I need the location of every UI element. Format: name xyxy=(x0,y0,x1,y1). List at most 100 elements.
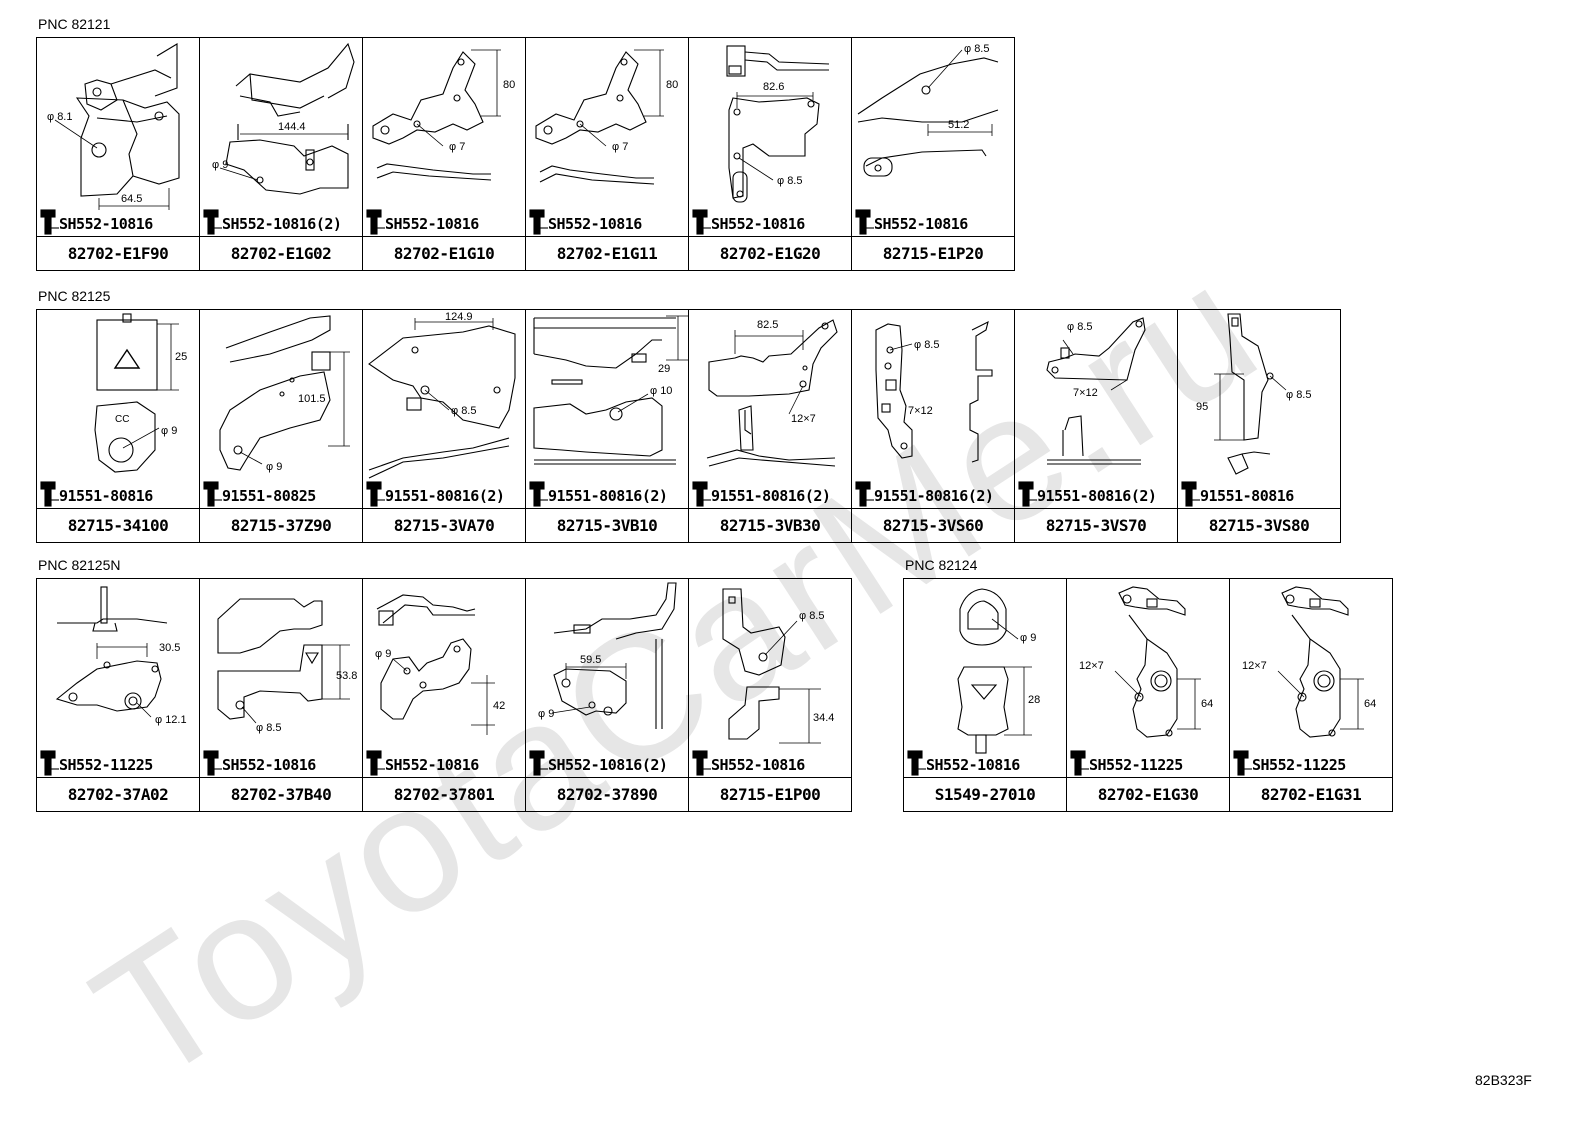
part-cell[interactable]: φ 9 42 SH552-10816 82702-37801 xyxy=(363,579,526,812)
bolt-icon xyxy=(366,206,527,236)
part-number[interactable]: 82702-E1G31 xyxy=(1230,777,1392,810)
dimension-label: φ 8.5 xyxy=(256,722,281,734)
part-sketch: 53.8 φ 8.5 SH552-10816 xyxy=(200,579,362,777)
part-cell[interactable]: 59.5 φ 9 SH552-10816(2) 82702-37890 xyxy=(526,579,689,812)
bolt-icon xyxy=(366,747,527,777)
dimension-label: φ 8.5 xyxy=(799,610,824,622)
part-number[interactable]: 82702-37801 xyxy=(363,777,525,810)
part-cell[interactable]: 29 φ 10 91551-80816(2) 82715-3VB10 xyxy=(526,310,689,543)
dimension-label: φ 10 xyxy=(650,385,672,397)
part-cell[interactable]: φ 8.5 51.2 SH552-10816 82715-E1P20 xyxy=(852,38,1015,271)
bolt-number: 91551-80816(2) xyxy=(1037,487,1157,505)
part-number[interactable]: 82715-E1P20 xyxy=(852,236,1014,269)
dimension-label: 53.8 xyxy=(336,670,357,682)
part-cell[interactable]: 30.5 φ 12.1 SH552-11225 82702-37A02 xyxy=(37,579,200,812)
part-number[interactable]: 82702-37B40 xyxy=(200,777,362,810)
dimension-label: 12×7 xyxy=(1242,660,1267,672)
dimension-label: φ 9 xyxy=(212,159,228,171)
dimension-label: 29 xyxy=(658,363,670,375)
bolt-number: SH552-10816(2) xyxy=(548,756,668,774)
part-number[interactable]: 82715-3VB30 xyxy=(689,508,851,541)
part-cell[interactable]: φ 8.5 7×12 91551-80816(2) 82715-3VS60 xyxy=(852,310,1015,543)
part-sketch: φ 9 28 SH552-10816 xyxy=(904,579,1066,777)
parts-group-82121: φ 8.1 64.5 SH552-10816 82702-E1F90 144.4… xyxy=(36,37,1015,271)
part-number[interactable]: 82715-3VS70 xyxy=(1015,508,1177,541)
dimension-label: φ 8.5 xyxy=(1286,389,1311,401)
part-sketch: 59.5 φ 9 SH552-10816(2) xyxy=(526,579,688,777)
part-number[interactable]: 82702-E1G02 xyxy=(200,236,362,269)
part-cell[interactable]: 101.5 φ 9 91551-80825 82715-37Z90 xyxy=(200,310,363,543)
part-cell[interactable]: 12×7 64 SH552-11225 82702-E1G30 xyxy=(1067,579,1230,812)
part-number[interactable]: 82702-E1G20 xyxy=(689,236,851,269)
part-number[interactable]: 82715-E1P00 xyxy=(689,777,851,810)
part-cell[interactable]: φ 8.5 34.4 SH552-10816 82715-E1P00 xyxy=(689,579,852,812)
part-cell[interactable]: 53.8 φ 8.5 SH552-10816 82702-37B40 xyxy=(200,579,363,812)
part-number[interactable]: 82702-E1G10 xyxy=(363,236,525,269)
part-cell[interactable]: CC 25 φ 9 91551-80816 82715-34100 xyxy=(37,310,200,543)
bolt-number: 91551-80816 xyxy=(59,487,153,505)
part-cell[interactable]: φ 9 28 SH552-10816 S1549-27010 xyxy=(904,579,1067,812)
part-number[interactable]: S1549-27010 xyxy=(904,777,1066,810)
part-sketch: 30.5 φ 12.1 SH552-11225 xyxy=(37,579,199,777)
part-sketch: φ 8.1 64.5 SH552-10816 xyxy=(37,38,199,236)
part-number[interactable]: 82715-3VB10 xyxy=(526,508,688,541)
dimension-label: 101.5 xyxy=(298,393,326,405)
part-sketch: φ 9 42 SH552-10816 xyxy=(363,579,525,777)
bolt-number: SH552-10816 xyxy=(222,756,316,774)
bolt-icon xyxy=(40,206,201,236)
part-sketch: φ 8.5 34.4 SH552-10816 xyxy=(689,579,851,777)
part-sketch: 80 φ 7 SH552-10816 xyxy=(526,38,688,236)
part-cell[interactable]: 82.6 φ 8.5 SH552-10816 82702-E1G20 xyxy=(689,38,852,271)
part-sketch: φ 8.5 7×12 91551-80816(2) xyxy=(852,310,1014,508)
dimension-label: 80 xyxy=(503,79,515,91)
dimension-label: 42 xyxy=(493,700,505,712)
parts-group-82125: CC 25 φ 9 91551-80816 82715-34100 101.5 … xyxy=(36,309,1341,543)
dimension-label: 64 xyxy=(1364,698,1376,710)
dimension-label: φ 8.5 xyxy=(964,43,989,55)
dimension-label: 34.4 xyxy=(813,712,834,724)
part-number[interactable]: 82715-3VS60 xyxy=(852,508,1014,541)
bolt-number: SH552-10816 xyxy=(874,215,968,233)
bolt-icon xyxy=(692,747,853,777)
bolt-icon xyxy=(692,478,853,508)
part-cell[interactable]: 12×7 64 SH552-11225 82702-E1G31 xyxy=(1230,579,1393,812)
part-sketch: 12×7 64 SH552-11225 xyxy=(1067,579,1229,777)
dimension-label: φ 9 xyxy=(266,461,282,473)
dimension-label: φ 8.5 xyxy=(914,339,939,351)
dimension-label: 28 xyxy=(1028,694,1040,706)
part-cell[interactable]: 80 φ 7 SH552-10816 82702-E1G10 xyxy=(363,38,526,271)
part-number[interactable]: 82715-34100 xyxy=(37,508,199,541)
bolt-number: 91551-80816(2) xyxy=(711,487,831,505)
part-number[interactable]: 82702-37890 xyxy=(526,777,688,810)
dimension-label: 12×7 xyxy=(1079,660,1104,672)
part-cell[interactable]: 144.4 φ 9 SH552-10816(2) 82702-E1G02 xyxy=(200,38,363,271)
bolt-icon xyxy=(203,747,364,777)
part-cell[interactable]: 95 φ 8.5 91551-80816 82715-3VS80 xyxy=(1178,310,1341,543)
part-cell[interactable]: φ 8.5 7×12 91551-80816(2) 82715-3VS70 xyxy=(1015,310,1178,543)
bolt-icon xyxy=(907,747,1068,777)
dimension-label: φ 9 xyxy=(161,425,177,437)
part-cell[interactable]: 124.9 φ 8.5 91551-80816(2) 82715-3VA70 xyxy=(363,310,526,543)
part-number[interactable]: 82715-3VA70 xyxy=(363,508,525,541)
dimension-label: 124.9 xyxy=(445,311,473,323)
diagram-code: 82B323F xyxy=(1475,1072,1532,1088)
bolt-number: 91551-80816 xyxy=(1200,487,1294,505)
pnc-label: PNC 82125 xyxy=(38,288,111,304)
part-cell[interactable]: 82.5 12×7 91551-80816(2) 82715-3VB30 xyxy=(689,310,852,543)
part-number[interactable]: 82702-37A02 xyxy=(37,777,199,810)
part-cell[interactable]: 80 φ 7 SH552-10816 82702-E1G11 xyxy=(526,38,689,271)
part-cell[interactable]: φ 8.1 64.5 SH552-10816 82702-E1F90 xyxy=(37,38,200,271)
bolt-number: 91551-80816(2) xyxy=(385,487,505,505)
dimension-label: 51.2 xyxy=(948,119,969,131)
part-number[interactable]: 82715-3VS80 xyxy=(1178,508,1340,541)
part-number[interactable]: 82715-37Z90 xyxy=(200,508,362,541)
part-number[interactable]: 82702-E1G11 xyxy=(526,236,688,269)
dimension-label: 82.6 xyxy=(763,81,784,93)
bolt-icon xyxy=(1233,747,1394,777)
dimension-label: φ 7 xyxy=(449,141,465,153)
part-sketch: φ 8.5 51.2 SH552-10816 xyxy=(852,38,1014,236)
part-number[interactable]: 82702-E1G30 xyxy=(1067,777,1229,810)
bolt-icon xyxy=(529,206,690,236)
part-number[interactable]: 82702-E1F90 xyxy=(37,236,199,269)
bolt-icon xyxy=(40,478,201,508)
